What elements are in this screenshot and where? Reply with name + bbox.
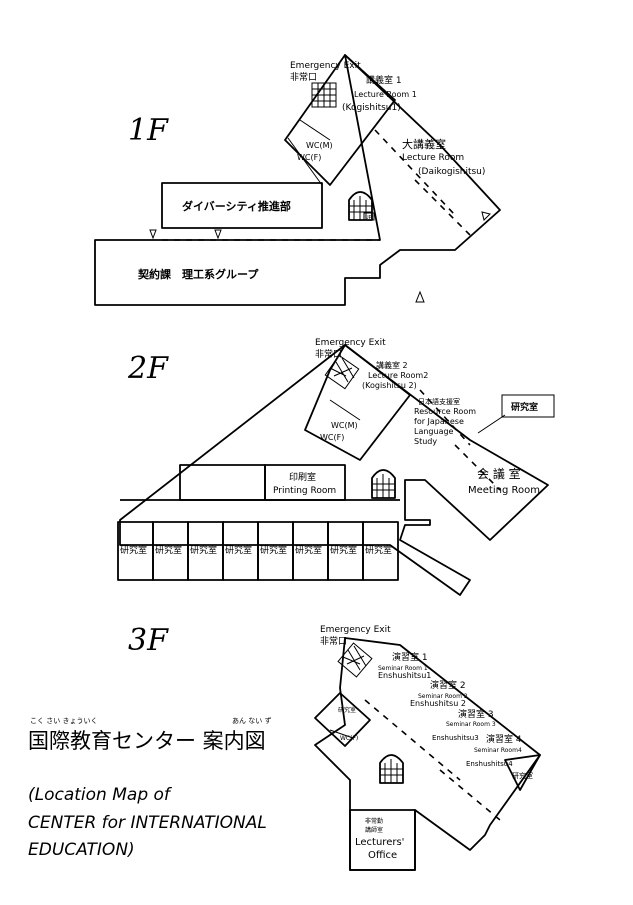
floor-1-outline	[94, 54, 501, 306]
callout-pointer	[477, 414, 506, 434]
office-3f-left	[314, 692, 371, 747]
meeting-room-en: Meeting Room	[468, 485, 540, 496]
emergency-exit-stairs-2f	[324, 354, 360, 390]
contract-section-label: 契約課 理工系グループ	[137, 267, 259, 281]
printing-room-en: Printing Room	[273, 486, 336, 496]
floor-3-plan: 3F Emergency Exit 非常口 演習室 1 Seminar Room…	[128, 623, 541, 871]
lecture-room-2-romaji: (Kogishitsu 2)	[362, 381, 417, 390]
emergency-exit-label: Emergency Exit	[315, 338, 386, 348]
floor-2-plan: 2F Emergency Ex	[117, 338, 555, 596]
office-label: 研究室	[190, 544, 217, 556]
lecture-room-1-jp: 講義室 1	[366, 74, 402, 86]
lecturers-office-jp-1: 非常勤	[365, 817, 383, 825]
office-3f-right	[504, 754, 541, 791]
emergency-exit-jp-label: 非常口	[290, 71, 317, 83]
lecture-room-2-block	[304, 344, 411, 461]
jp-support-en-3: Language	[414, 427, 454, 436]
stairs-1f: UP	[348, 191, 375, 221]
title-sub-2: CENTER for INTERNATIONAL	[28, 813, 267, 833]
wc-women-2f: WC(F)	[320, 433, 344, 442]
printing-area	[179, 464, 266, 501]
emergency-exit-stairs-1f	[311, 82, 337, 108]
diversity-office-label: ダイバーシティ推進部	[182, 199, 291, 213]
stairs-3f	[379, 754, 404, 784]
jp-support-en-1: Resource Room	[414, 407, 476, 416]
wc-men-2f: WC(M)	[331, 421, 358, 430]
seminar-1-jp: 演習室 1	[392, 651, 428, 663]
seminar-3-en: Seminar Room 3	[446, 721, 496, 728]
entrance-marker	[149, 229, 157, 240]
office-3f-left-label: 研究室	[338, 706, 356, 714]
seminar-4-en: Seminar Room4	[474, 747, 522, 754]
office-3f-right-label: 研究室	[512, 771, 533, 780]
title-ruby-2: あん ない ず	[232, 716, 271, 725]
office-callout-box	[501, 394, 555, 418]
lecturers-office-jp-2: 講師室	[365, 826, 383, 834]
office-label: 研究室	[295, 544, 322, 556]
printing-room-jp: 印刷室	[289, 471, 316, 483]
title-sub-1: (Location Map of	[28, 785, 173, 805]
lecture-room-2-en: Lecture Room2	[368, 371, 428, 380]
floor-3-label: 3F	[128, 623, 169, 658]
floor-2-label: 2F	[127, 351, 169, 386]
floor-1-label: 1F	[128, 113, 169, 148]
jp-support-jp: 日本語支援室	[418, 397, 460, 406]
lecturers-office	[349, 809, 416, 871]
wc-men-1f: WC(M)	[306, 141, 333, 150]
office-label: 研究室	[365, 544, 392, 556]
daikogi-jp: 大講義室	[402, 137, 446, 151]
wc-women-1f: WC(F)	[297, 153, 321, 162]
office-label: 研究室	[330, 544, 357, 556]
title-ruby-1: こく さい きょういく	[30, 717, 97, 725]
seminar-2-jp: 演習室 2	[430, 679, 466, 691]
seminar-1-en: Seminar Room 1	[378, 665, 428, 672]
diversity-office	[161, 182, 323, 229]
lecture-room-1-en: Lecture Room 1	[354, 90, 417, 99]
seminar-2-romaji: Enshushitsu 2	[410, 699, 466, 708]
stairs-2f	[371, 469, 396, 499]
emergency-exit-jp-label: 非常口	[320, 635, 347, 647]
seminar-3-romaji: Enshushitsu3	[432, 734, 479, 742]
map-title: こく さい きょういく あん ない ず 国際教育センター 案内図 (Locati…	[28, 716, 271, 860]
office-label: 研究室	[120, 544, 147, 556]
entrance-marker	[415, 290, 425, 303]
lecture-room-2-jp: 講義室 2	[376, 360, 408, 370]
office-row	[117, 521, 399, 581]
jp-support-en-2: for Japanese	[414, 417, 464, 426]
office-label: 研究室	[225, 544, 252, 556]
office-callout-label: 研究室	[511, 401, 538, 413]
title-main: 国際教育センター 案内図	[28, 729, 266, 753]
lecture-room-1-romaji: (Kogishitsu1)	[342, 103, 401, 113]
jp-support-en-4: Study	[414, 437, 437, 446]
seminar-2-en: Seminar Room 2	[418, 693, 468, 700]
emergency-exit-stairs-3f	[337, 642, 373, 678]
seminar-4-romaji: Enshushitsu4	[466, 760, 513, 768]
seminar-1-romaji: Enshushitsu1	[378, 671, 431, 680]
title-sub-3: EDUCATION)	[28, 840, 135, 860]
wc-women-3f: WC(F)	[340, 735, 358, 742]
emergency-exit-label: Emergency Exit	[320, 625, 391, 635]
seminar-3-jp: 演習室 3	[458, 708, 494, 720]
lecturers-office-en-1: Lecturers'	[355, 837, 404, 848]
entrance-marker	[481, 211, 491, 221]
office-label: 研究室	[155, 544, 182, 556]
seminar-4-jp: 演習室 4	[486, 733, 522, 745]
emergency-exit-jp-label: 非常口	[315, 348, 342, 360]
entrance-marker	[214, 229, 222, 240]
daikogi-en: Lecture Room	[402, 153, 464, 163]
emergency-exit-label: Emergency Exit	[290, 61, 361, 71]
meeting-room-jp: 会 議 室	[477, 466, 521, 481]
svg-text:UP: UP	[365, 215, 372, 221]
office-label: 研究室	[260, 544, 287, 556]
floor-1-plan: 1F UP Emergency Exit 非常口 講義室 1	[94, 54, 501, 306]
floor-2-outline	[119, 344, 549, 596]
daikogi-romaji: (Daikogishitsu)	[418, 167, 485, 177]
lecturers-office-en-2: Office	[368, 850, 397, 861]
